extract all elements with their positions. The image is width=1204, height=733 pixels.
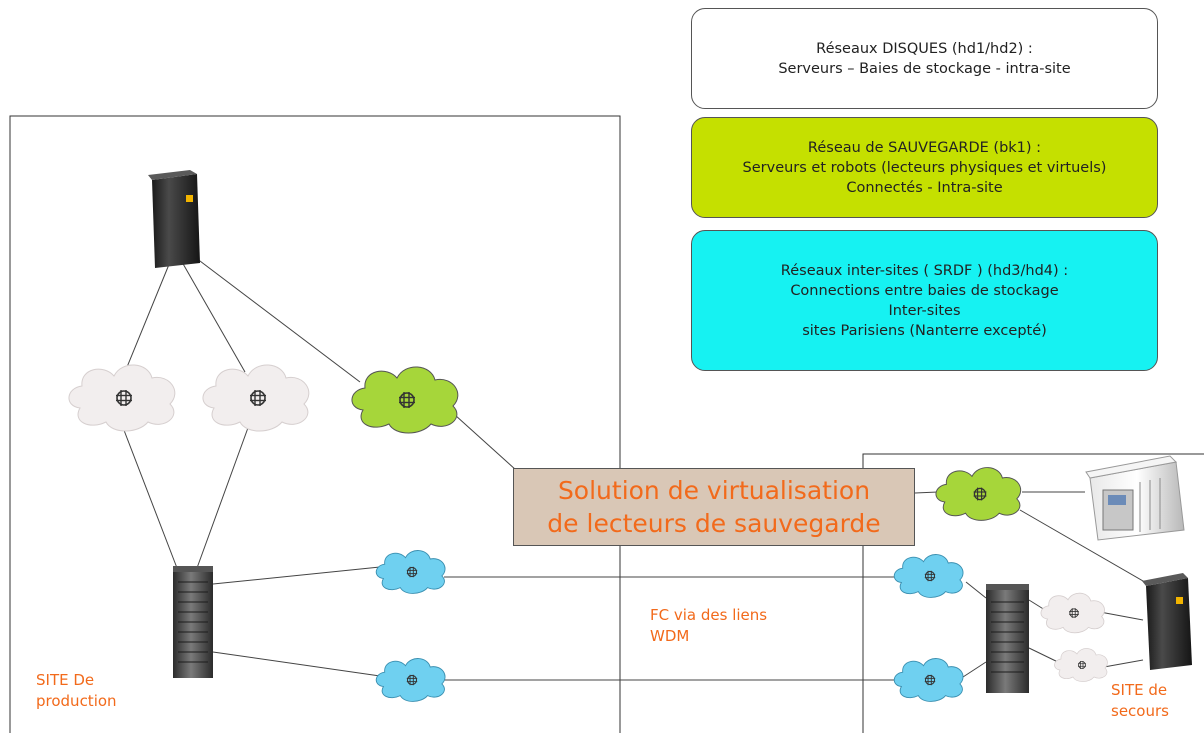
- san-switch-cloud-icon: [202, 364, 310, 432]
- tape-library-icon: [1085, 455, 1185, 541]
- virtualization-title-line2: de lecteurs de sauvegarde: [547, 509, 881, 538]
- site-secours-label-line2: secours: [1111, 702, 1169, 720]
- site-secours-label: SITE de secours: [1111, 680, 1169, 722]
- san-switch-cloud-icon: [1054, 648, 1108, 682]
- san-switch-cloud-icon: [893, 658, 964, 702]
- server-rack-icon: [148, 170, 200, 268]
- legend-disk-networks: Réseaux DISQUES (hd1/hd2) : Serveurs – B…: [691, 8, 1158, 109]
- san-switch-cloud-icon: [68, 364, 176, 432]
- fc-wdm-link-label: FC via des liens WDM: [650, 605, 767, 647]
- san-switch-cloud-icon: [1040, 592, 1105, 634]
- legend-disk-desc: Serveurs – Baies de stockage - intra-sit…: [778, 60, 1071, 77]
- server-rack-icon: [1142, 573, 1192, 670]
- legend-backup-desc: Serveurs et robots (lecteurs physiques e…: [742, 159, 1107, 176]
- fc-wdm-link-label-line2: WDM: [650, 627, 690, 645]
- legend-backup-network: Réseau de SAUVEGARDE (bk1) : Serveurs et…: [691, 117, 1158, 218]
- san-switch-cloud-icon: [375, 658, 446, 702]
- virtualization-title-line1: Solution de virtualisation: [557, 476, 871, 505]
- site-secours-boundary: [862, 453, 1204, 733]
- fc-wdm-link-label-line1: FC via des liens: [650, 606, 768, 624]
- legend-intersite-desc: Connections entre baies de stockage: [790, 282, 1059, 299]
- site-production-label: SITE De production: [36, 670, 117, 712]
- site-production-boundary: [9, 115, 621, 733]
- site-production-label-line2: production: [36, 692, 117, 710]
- legend-intersite-networks: Réseaux inter-sites ( SRDF ) (hd3/hd4) :…: [691, 230, 1158, 371]
- connection-lines: [121, 257, 1151, 681]
- legend-intersite-scope: Inter-sites: [888, 302, 961, 319]
- virtualization-solution-box: Solution de virtualisation de lecteurs d…: [513, 468, 915, 546]
- legend-intersite-note: sites Parisiens (Nanterre excepté): [802, 322, 1047, 339]
- legend-disk-title: Réseaux DISQUES (hd1/hd2) :: [816, 40, 1033, 57]
- san-switch-cloud-icon: [935, 467, 1022, 521]
- site-secours-label-line1: SITE de: [1111, 681, 1168, 699]
- san-switch-cloud-icon: [375, 550, 446, 594]
- site-production-label-line1: SITE De: [36, 671, 95, 689]
- san-switch-cloud-icon: [893, 554, 964, 598]
- legend-backup-scope: Connectés - Intra-site: [846, 179, 1003, 196]
- legend-backup-title: Réseau de SAUVEGARDE (bk1) :: [807, 139, 1042, 156]
- storage-array-icon: [986, 584, 1029, 693]
- storage-array-icon: [173, 566, 213, 678]
- legend-intersite-title: Réseaux inter-sites ( SRDF ) (hd3/hd4) :: [780, 262, 1069, 279]
- san-switch-cloud-icon: [351, 366, 459, 434]
